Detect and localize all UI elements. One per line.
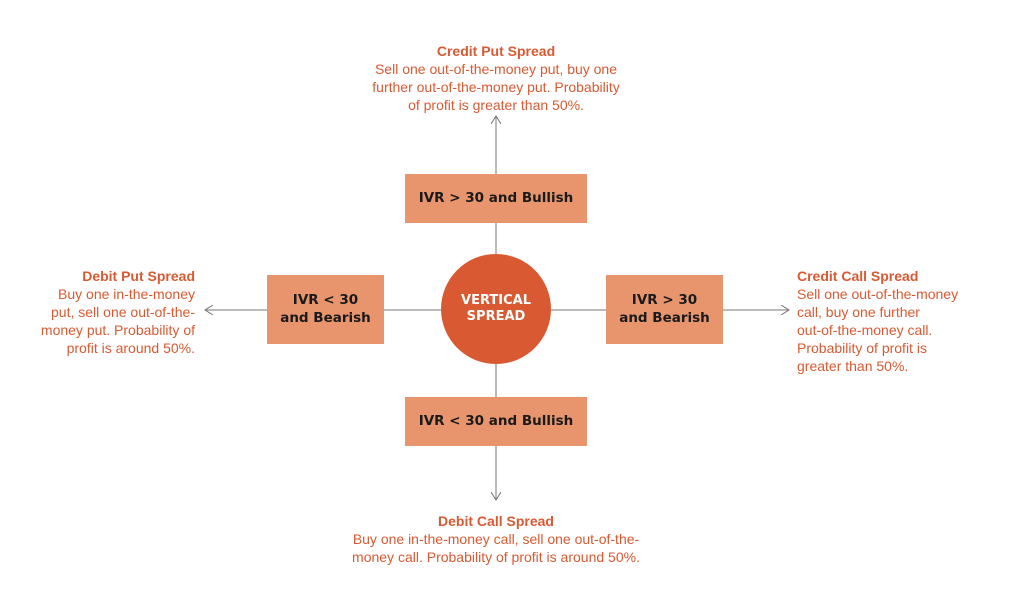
outcome-left-title: Debit Put Spread xyxy=(82,268,195,284)
outcome-right: Credit Call Spread Sell one out-of-the-m… xyxy=(797,267,997,375)
outcome-top-title: Credit Put Spread xyxy=(436,43,556,59)
outcome-top: Credit Put Spread Sell one out-of-the-mo… xyxy=(346,42,646,114)
condition-box-right: IVR > 30 and Bearish xyxy=(606,275,723,344)
outcome-right-title: Credit Call Spread xyxy=(797,268,919,284)
center-circle: VERTICAL SPREAD xyxy=(441,254,551,364)
condition-box-left-label: IVR < 30 and Bearish xyxy=(280,291,371,326)
outcome-left: Debit Put Spread Buy one in-the-money pu… xyxy=(20,267,195,357)
outcome-bottom-desc: Buy one in-the-money call, sell one out-… xyxy=(352,531,640,565)
condition-box-right-label: IVR > 30 and Bearish xyxy=(619,291,710,326)
condition-box-left: IVR < 30 and Bearish xyxy=(267,275,384,344)
center-label: VERTICAL SPREAD xyxy=(461,292,531,324)
outcome-right-desc: Sell one out-of-the-money call, buy one … xyxy=(797,286,959,374)
condition-box-bottom: IVR < 30 and Bullish xyxy=(405,397,587,446)
condition-box-top: IVR > 30 and Bullish xyxy=(405,174,587,223)
outcome-left-desc: Buy one in-the-money put, sell one out-o… xyxy=(40,286,195,356)
outcome-top-desc: Sell one out-of-the-money put, buy one f… xyxy=(372,61,620,113)
outcome-bottom: Debit Call Spread Buy one in-the-money c… xyxy=(336,512,656,566)
outcome-bottom-title: Debit Call Spread xyxy=(438,513,554,529)
